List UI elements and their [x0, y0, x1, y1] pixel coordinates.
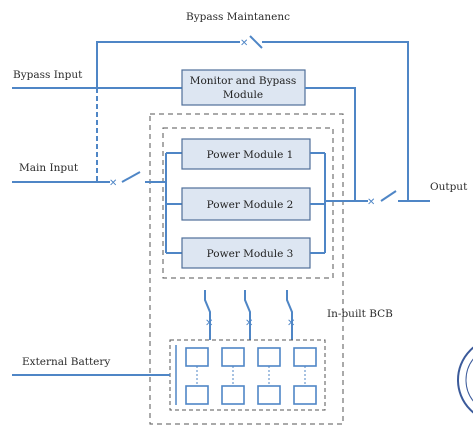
seal-logo-inner	[465, 358, 473, 402]
power-module-1	[181, 138, 311, 170]
monitor-to-output-line	[305, 87, 356, 201]
battery-cell	[185, 385, 209, 405]
output-label: Output	[430, 181, 468, 193]
bcb-line-3	[286, 290, 293, 340]
power-module-group	[162, 127, 334, 279]
power-module-1-label: Power Module 1	[207, 149, 294, 161]
ups-cabinet-enclosure	[149, 113, 344, 425]
bypass-maintenance-line-right	[262, 41, 409, 201]
main-input-label: Main Input	[19, 162, 79, 174]
bypass-maintenance-label: Bypass Maintanenc	[186, 11, 290, 23]
battery-cell	[257, 347, 281, 367]
battery-cell	[293, 347, 317, 367]
main-input-breaker: ✕	[109, 178, 117, 189]
bcb-breaker-1: ✕	[205, 318, 213, 329]
bypass-maintenance-switch	[249, 35, 263, 49]
battery-cell	[221, 385, 245, 405]
battery-cell	[257, 385, 281, 405]
bypass-maintenance-switch-mark: ✕	[240, 38, 248, 49]
power-module-3-label: Power Module 3	[207, 248, 294, 260]
bypass-maintenance-line	[96, 41, 240, 90]
output-switch	[380, 190, 397, 202]
power-module-3	[181, 237, 311, 269]
bypass-input-label: Bypass Input	[13, 69, 83, 81]
monitor-bypass-module	[181, 69, 306, 106]
battery-cell	[221, 347, 245, 367]
bcb-line-1	[204, 290, 211, 340]
bcb-line-2	[244, 290, 251, 340]
battery-cell	[185, 347, 209, 367]
power-module-2-label: Power Module 2	[207, 199, 294, 211]
bcb-breaker-3: ✕	[287, 318, 295, 329]
output-breaker: ✕	[367, 197, 375, 208]
seal-logo	[457, 346, 473, 414]
monitor-line-2: Module	[223, 89, 263, 101]
external-battery-label: External Battery	[22, 356, 111, 368]
battery-cell	[293, 385, 317, 405]
power-module-2	[181, 187, 311, 221]
bcb-breaker-2: ✕	[245, 318, 253, 329]
main-input-switch	[121, 171, 141, 183]
monitor-line-1: Monitor and Bypass	[190, 75, 297, 87]
inbuilt-bcb-label: In-built BCB	[327, 308, 393, 320]
